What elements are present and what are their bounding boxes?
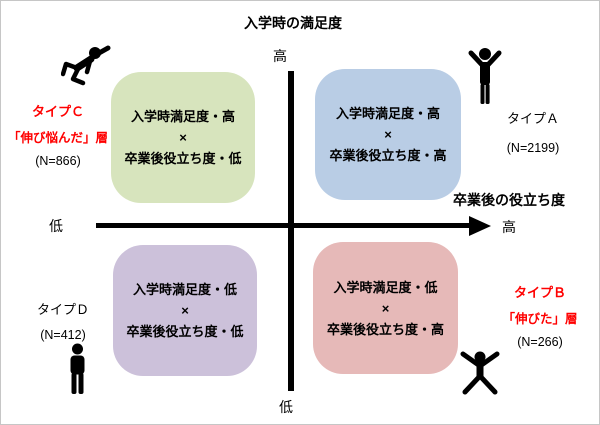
quadrant-line-3: 卒業後役立ち度・低: [124, 151, 242, 166]
type-a-label: タイプＡ (N=2199): [491, 108, 575, 155]
quadrant-top-right: 入学時満足度・高 × 卒業後役立ち度・高: [315, 69, 461, 200]
jumping-person-icon: [460, 351, 500, 395]
type-b-name: タイプＢ: [513, 285, 566, 300]
quadrant-line-3: 卒業後役立ち度・高: [326, 321, 444, 337]
quadrant-line-1: 入学時満足度・低: [333, 279, 438, 295]
type-d-label: タイプＤ (N=412): [23, 299, 103, 342]
stumbling-person-icon: [61, 45, 111, 86]
cheering-person-icon: [468, 48, 502, 104]
y-axis-high-label: 高: [273, 48, 287, 64]
quadrant-bottom-right: 入学時満足度・低 × 卒業後役立ち度・高: [313, 242, 458, 374]
x-axis-arrowhead-icon: [469, 215, 491, 236]
type-b-label: タイプＢ 「伸びた」層 (N=266): [488, 282, 592, 349]
quadrant-line-2: ×: [381, 300, 390, 316]
type-c-tag: 「伸び悩んだ」層: [7, 131, 108, 145]
x-axis-line: [96, 223, 471, 228]
quadrant-top-left: 入学時満足度・高 × 卒業後役立ち度・低: [111, 72, 255, 203]
quadrant-line-1: 入学時満足度・低: [132, 282, 237, 297]
quadrant-line-2: ×: [181, 303, 189, 318]
type-a-count: (N=2199): [506, 141, 560, 155]
diagram-title: 入学時の満足度: [244, 15, 342, 31]
quadrant-line-1: 入学時満足度・高: [130, 109, 235, 124]
quadrant-line-2: ×: [179, 130, 187, 145]
y-axis-low-label: 低: [279, 399, 293, 415]
quadrant-line-2: ×: [384, 127, 392, 142]
x-axis-title: 卒業後の役立ち度: [453, 192, 565, 208]
type-c-count: (N=866): [35, 154, 81, 168]
type-d-count: (N=412): [40, 328, 86, 342]
quadrant-bottom-left: 入学時満足度・低 × 卒業後役立ち度・低: [113, 245, 257, 376]
type-c-name: タイプＣ: [31, 104, 84, 119]
type-a-name: タイプＡ: [506, 111, 559, 126]
type-b-count: (N=266): [517, 335, 563, 349]
y-axis-line: [288, 71, 294, 391]
type-b-tag: 「伸びた」層: [502, 312, 578, 326]
x-axis-high-label: 高: [502, 219, 516, 235]
standing-person-icon: [70, 343, 85, 394]
x-axis-low-label: 低: [49, 218, 63, 234]
type-c-label: タイプＣ 「伸び悩んだ」層 (N=866): [1, 101, 115, 168]
quadrant-line-1: 入学時満足度・高: [335, 106, 440, 121]
quadrant-line-3: 卒業後役立ち度・高: [329, 148, 447, 163]
type-d-name: タイプＤ: [36, 302, 89, 317]
quadrant-line-3: 卒業後役立ち度・低: [126, 324, 244, 339]
